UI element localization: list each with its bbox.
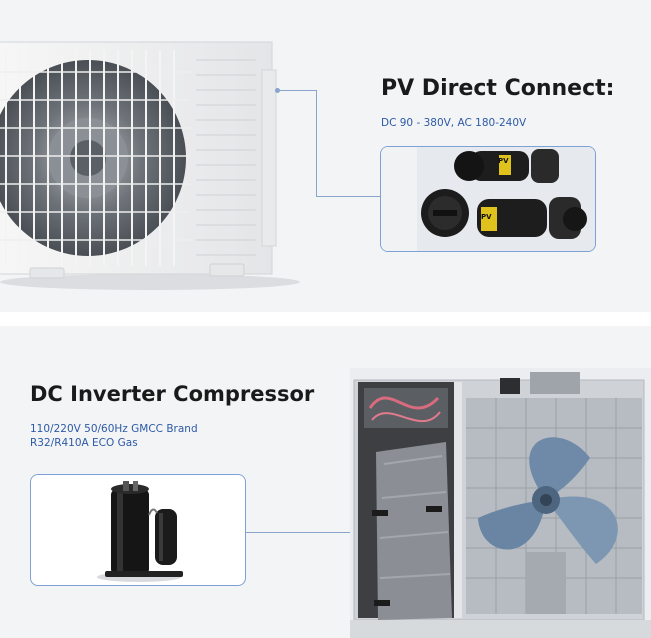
pv-connector-image bbox=[381, 147, 595, 251]
pv-spec: DC 90 - 380V, AC 180-240V bbox=[381, 117, 527, 129]
leader-dot bbox=[275, 88, 280, 93]
pv-direct-connect-panel: PV Direct Connect: DC 90 - 380V, AC 180-… bbox=[0, 0, 651, 312]
dc-inverter-compressor-panel: DC Inverter Compressor 110/220V 50/60Hz … bbox=[0, 326, 651, 638]
pv-title: PV Direct Connect: bbox=[381, 76, 615, 101]
outdoor-unit-image bbox=[0, 41, 300, 290]
compressor-spec-line-2: R32/R410A ECO Gas bbox=[30, 437, 138, 449]
leader-line bbox=[316, 196, 380, 197]
leader-line bbox=[316, 90, 317, 196]
leader-line bbox=[246, 532, 396, 533]
pv-label-upper: PV bbox=[498, 157, 509, 165]
pv-label-lower: PV bbox=[481, 213, 492, 221]
compressor-title: DC Inverter Compressor bbox=[30, 382, 315, 406]
compressor-image bbox=[97, 481, 183, 582]
pv-connector-thumbnail: PV PV bbox=[380, 146, 596, 252]
leader-line bbox=[278, 90, 316, 91]
compressor-spec-line-1: 110/220V 50/60Hz GMCC Brand bbox=[30, 423, 198, 435]
compressor-thumbnail bbox=[30, 474, 246, 586]
unit-internal-view-image bbox=[350, 368, 651, 638]
